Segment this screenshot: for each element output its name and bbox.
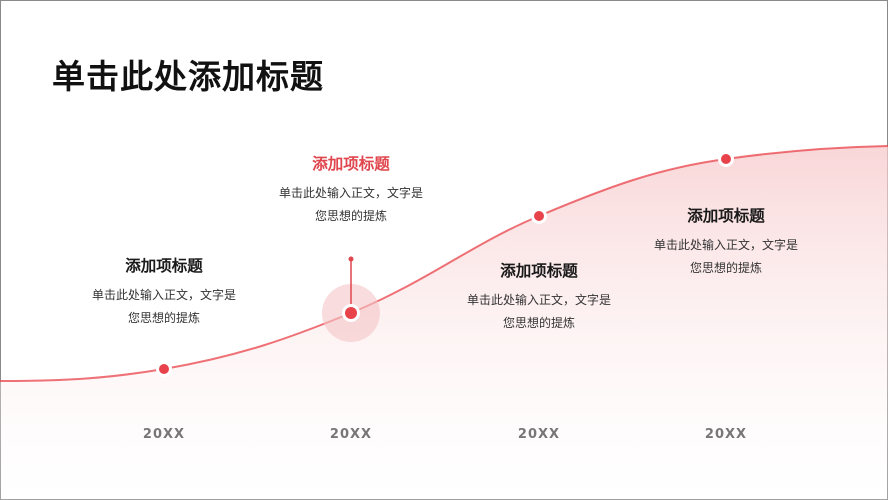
- timeline-node: [531, 208, 547, 224]
- item-body[interactable]: 单击此处输入正文，文字是您思想的提炼: [419, 289, 659, 335]
- item-body[interactable]: 单击此处输入正文，文字是您思想的提炼: [231, 182, 471, 228]
- item-title[interactable]: 添加项标题: [125, 257, 203, 275]
- curve-area: [0, 146, 888, 500]
- year-label[interactable]: 20XX: [329, 427, 373, 442]
- item-title[interactable]: 添加项标题: [500, 262, 578, 280]
- item-body-line: 单击此处输入正文，文字是: [278, 186, 423, 200]
- item-body-line: 您思想的提炼: [127, 311, 200, 325]
- timeline-item-4: 添加项标题 单击此处输入正文，文字是您思想的提炼: [606, 204, 846, 280]
- year-label[interactable]: 20XX: [517, 427, 561, 442]
- item-body[interactable]: 单击此处输入正文，文字是您思想的提炼: [44, 284, 284, 330]
- timeline-item-3: 添加项标题 单击此处输入正文，文字是您思想的提炼: [419, 259, 659, 335]
- timeline-item-1: 添加项标题 单击此处输入正文，文字是您思想的提炼: [44, 254, 284, 330]
- item-body-line: 单击此处输入正文，文字是: [653, 238, 798, 252]
- timeline-node: [156, 361, 172, 377]
- item-body-line: 您思想的提炼: [689, 261, 762, 275]
- item-body-line: 单击此处输入正文，文字是: [91, 288, 236, 302]
- item-body[interactable]: 单击此处输入正文，文字是您思想的提炼: [606, 234, 846, 280]
- item-body-line: 您思想的提炼: [314, 209, 387, 223]
- item-title[interactable]: 添加项标题: [687, 207, 765, 225]
- item-body-line: 单击此处输入正文，文字是: [466, 293, 611, 307]
- year-label[interactable]: 20XX: [704, 427, 748, 442]
- item-body-line: 您思想的提炼: [502, 316, 575, 330]
- timeline-item-2: 添加项标题 单击此处输入正文，文字是您思想的提炼: [231, 152, 471, 228]
- slide-title[interactable]: 单击此处添加标题: [52, 57, 324, 96]
- timeline-node: [718, 151, 734, 167]
- timeline-node: [342, 304, 360, 322]
- year-label[interactable]: 20XX: [142, 427, 186, 442]
- connector-dot: [348, 256, 354, 262]
- item-title[interactable]: 添加项标题: [312, 155, 390, 173]
